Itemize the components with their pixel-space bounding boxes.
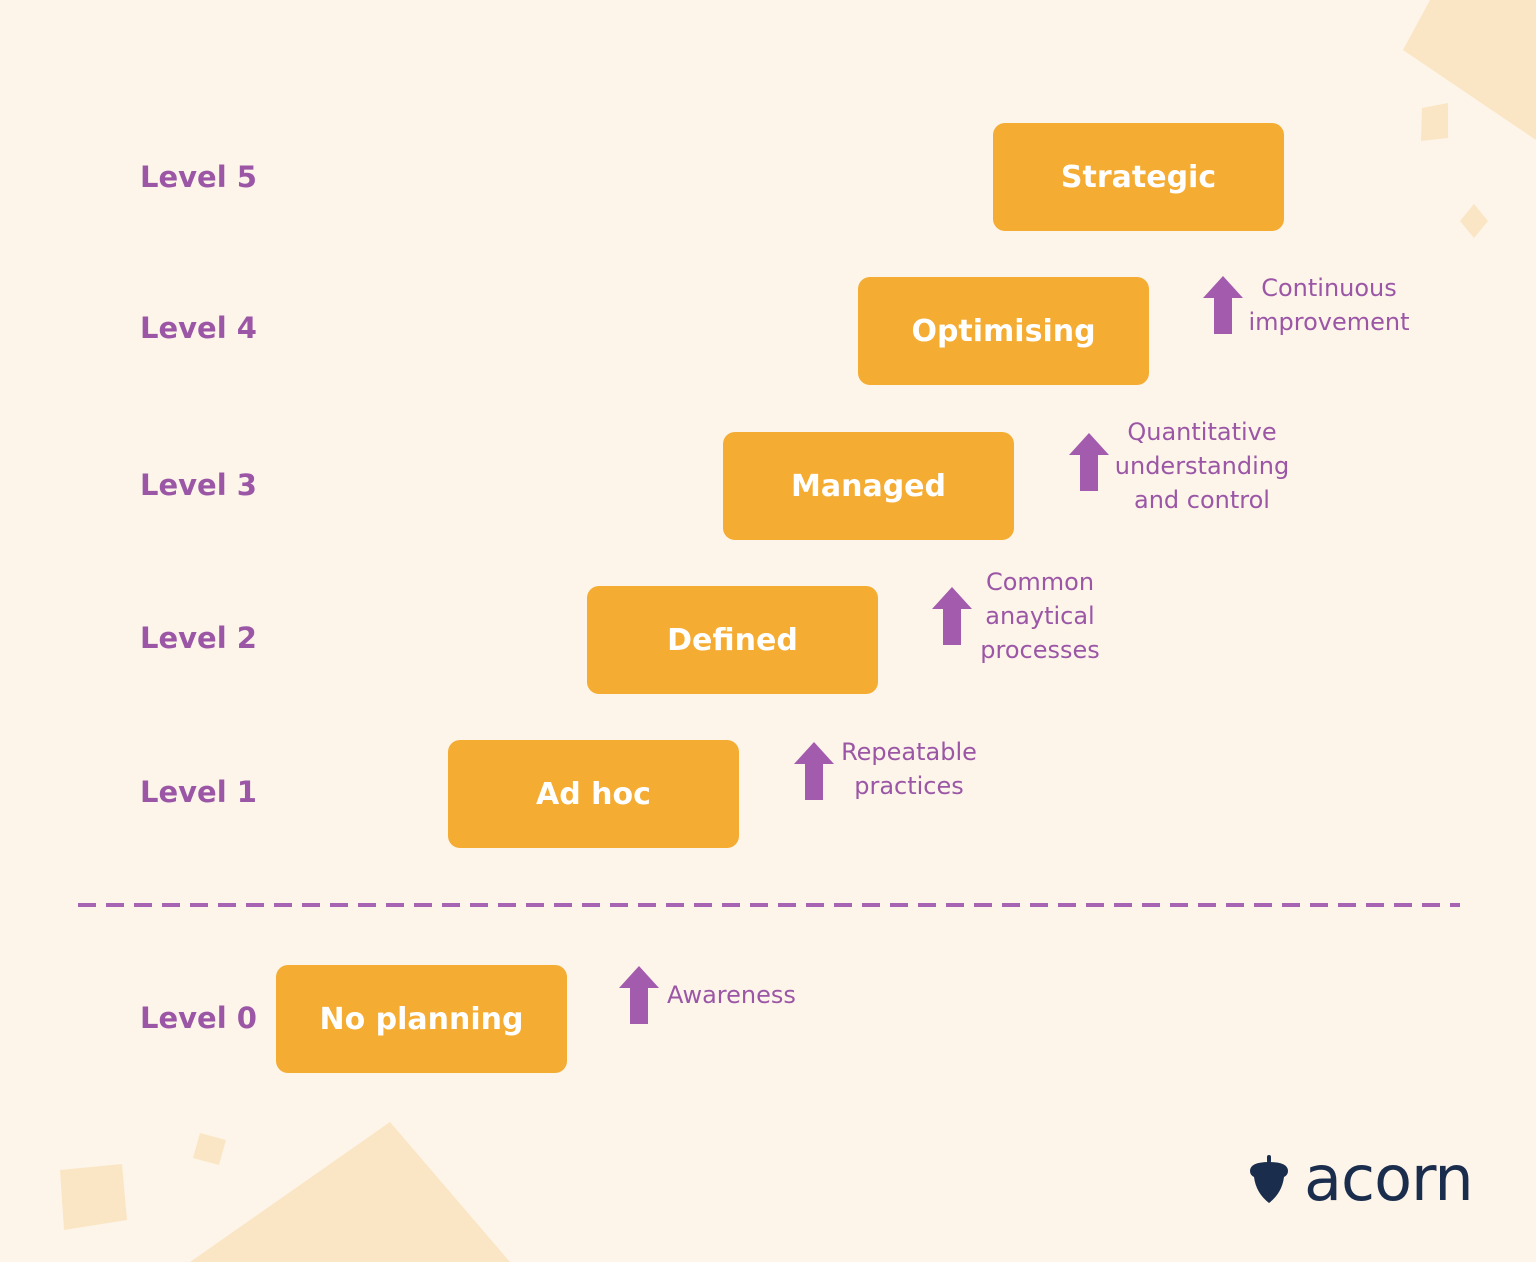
stage-box-defined: Defined [587, 586, 878, 694]
logo-text: acorn [1304, 1142, 1474, 1215]
arrow-up-icon [619, 966, 659, 1024]
level-label: Level 1 [140, 775, 257, 809]
level-label: Level 0 [140, 1001, 257, 1035]
stage-box-no-planning: No planning [276, 965, 567, 1073]
level-label: Level 5 [140, 160, 257, 194]
arrow-up-icon [1069, 433, 1109, 491]
acorn-logo: acorn [1246, 1142, 1474, 1215]
stage-box-ad-hoc: Ad hoc [448, 740, 739, 848]
arrow-up-icon [1203, 276, 1243, 334]
divider-dashed-line [78, 903, 1460, 907]
stage-box-optimising: Optimising [858, 277, 1149, 385]
level-label: Level 3 [140, 468, 257, 502]
level-label: Level 4 [140, 311, 257, 345]
level-label: Level 2 [140, 621, 257, 655]
note-awareness: Awareness [667, 981, 796, 1009]
stage-box-managed: Managed [723, 432, 1014, 540]
arrow-up-icon [794, 742, 834, 800]
stage-box-strategic: Strategic [993, 123, 1284, 231]
acorn-icon [1250, 1155, 1288, 1203]
arrow-up-icon [932, 587, 972, 645]
